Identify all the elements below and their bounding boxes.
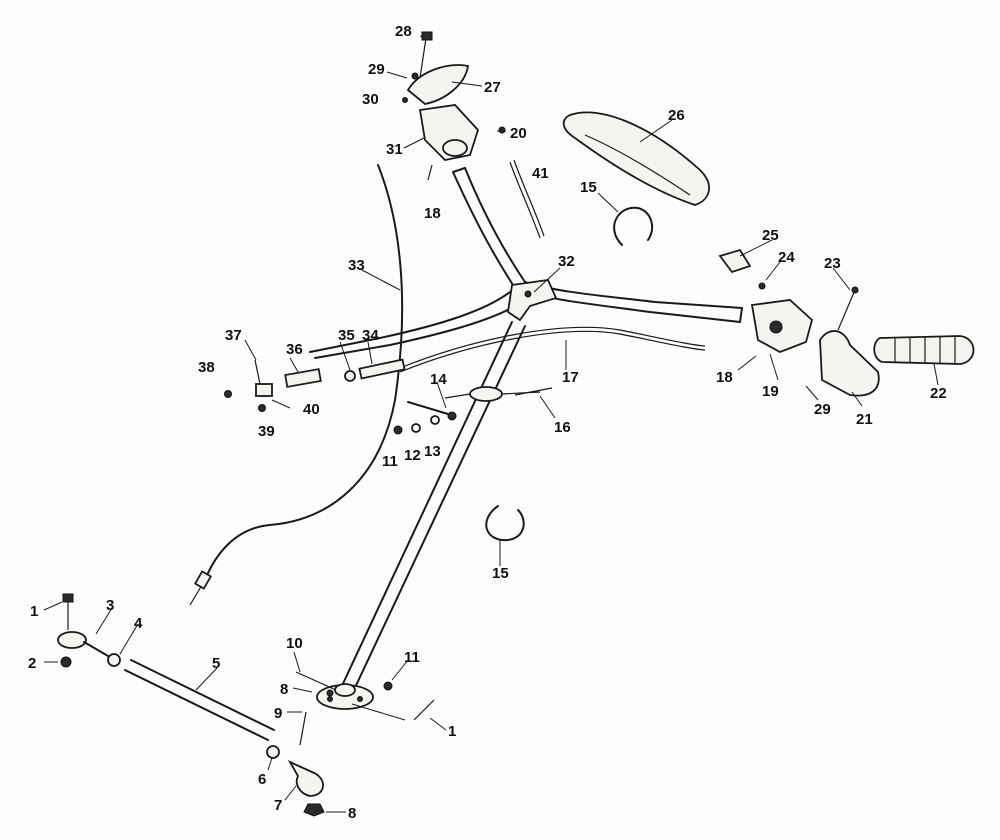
callout-39: 39: [258, 423, 275, 440]
leader-lines: [43, 35, 939, 813]
top-bolt: [419, 31, 433, 79]
callout-13: 13: [424, 443, 441, 460]
callout-17: 17: [562, 369, 579, 386]
callout-21: 21: [856, 411, 873, 428]
callout-5: 5: [212, 655, 220, 672]
grip-screw: [837, 286, 859, 331]
callout-11: 11: [382, 453, 398, 470]
callout-24: 24: [778, 249, 795, 266]
handlebar-pad: [562, 111, 710, 206]
callout-15: 15: [580, 179, 597, 196]
callout-16: 16: [554, 419, 571, 436]
steering-column: [339, 321, 526, 695]
callout-19: 19: [762, 383, 779, 400]
upper-bracket: [402, 64, 470, 105]
callout-40: 40: [303, 401, 320, 418]
callout-28: 28: [395, 23, 412, 40]
callout-1-lower: 1: [448, 723, 456, 740]
callout-10: 10: [286, 635, 303, 652]
callout-8: 8: [280, 681, 288, 698]
column-bolts: [295, 671, 435, 746]
callout-30: 30: [362, 91, 379, 108]
callout-11-lower: 11: [404, 649, 420, 666]
callout-31: 31: [386, 141, 403, 158]
callout-32: 32: [558, 253, 575, 270]
callout-8-lower: 8: [348, 805, 356, 822]
throttle-cable: [399, 326, 706, 373]
callout-9: 9: [274, 705, 282, 722]
callout-18: 18: [424, 205, 441, 222]
throttle-lever: [819, 330, 880, 397]
callout-38: 38: [198, 359, 215, 376]
callout-25: 25: [762, 227, 779, 244]
callout-labels: 28 29 27 30 20 31 18 26 41 15 33 32 25 2…: [28, 23, 947, 822]
small-cable: [509, 159, 545, 239]
callout-27: 27: [484, 79, 501, 96]
brake-cable: [189, 164, 404, 606]
callout-23: 23: [824, 255, 841, 272]
cable-adjuster: [224, 358, 406, 412]
callout-6: 6: [258, 771, 266, 788]
callout-29-right: 29: [814, 401, 831, 418]
switch-plate: [718, 248, 766, 290]
hand-grip: [873, 335, 975, 365]
throttle-housing: [750, 299, 814, 353]
callout-4: 4: [134, 615, 143, 632]
callout-34: 34: [362, 327, 379, 344]
retaining-clip-lower: [485, 505, 525, 542]
callout-12: 12: [404, 447, 421, 464]
handlebar-bracket: [507, 279, 558, 322]
callout-15-lower: 15: [492, 565, 509, 582]
retaining-clip-upper: [613, 206, 654, 246]
clamp-block: [418, 104, 506, 181]
callout-35: 35: [338, 327, 355, 344]
callout-37: 37: [225, 327, 242, 344]
tie-rod-end-left: [57, 593, 121, 668]
tie-rod: [124, 659, 275, 741]
callout-41: 41: [532, 165, 549, 182]
linkage-arm: [393, 387, 553, 435]
callout-26: 26: [668, 107, 685, 124]
callout-3: 3: [106, 597, 114, 614]
callout-33: 33: [348, 257, 365, 274]
callout-20: 20: [510, 125, 527, 142]
callout-18-right: 18: [716, 369, 733, 386]
callout-14: 14: [430, 371, 447, 388]
callout-29: 29: [368, 61, 385, 78]
tie-rod-end-right: [266, 745, 325, 817]
callout-2: 2: [28, 655, 36, 672]
callout-22: 22: [930, 385, 947, 402]
callout-36: 36: [286, 341, 303, 358]
column-clamp: [444, 386, 541, 402]
callout-1: 1: [30, 603, 38, 620]
callout-7: 7: [274, 797, 282, 814]
column-mount-plate: [316, 683, 374, 710]
